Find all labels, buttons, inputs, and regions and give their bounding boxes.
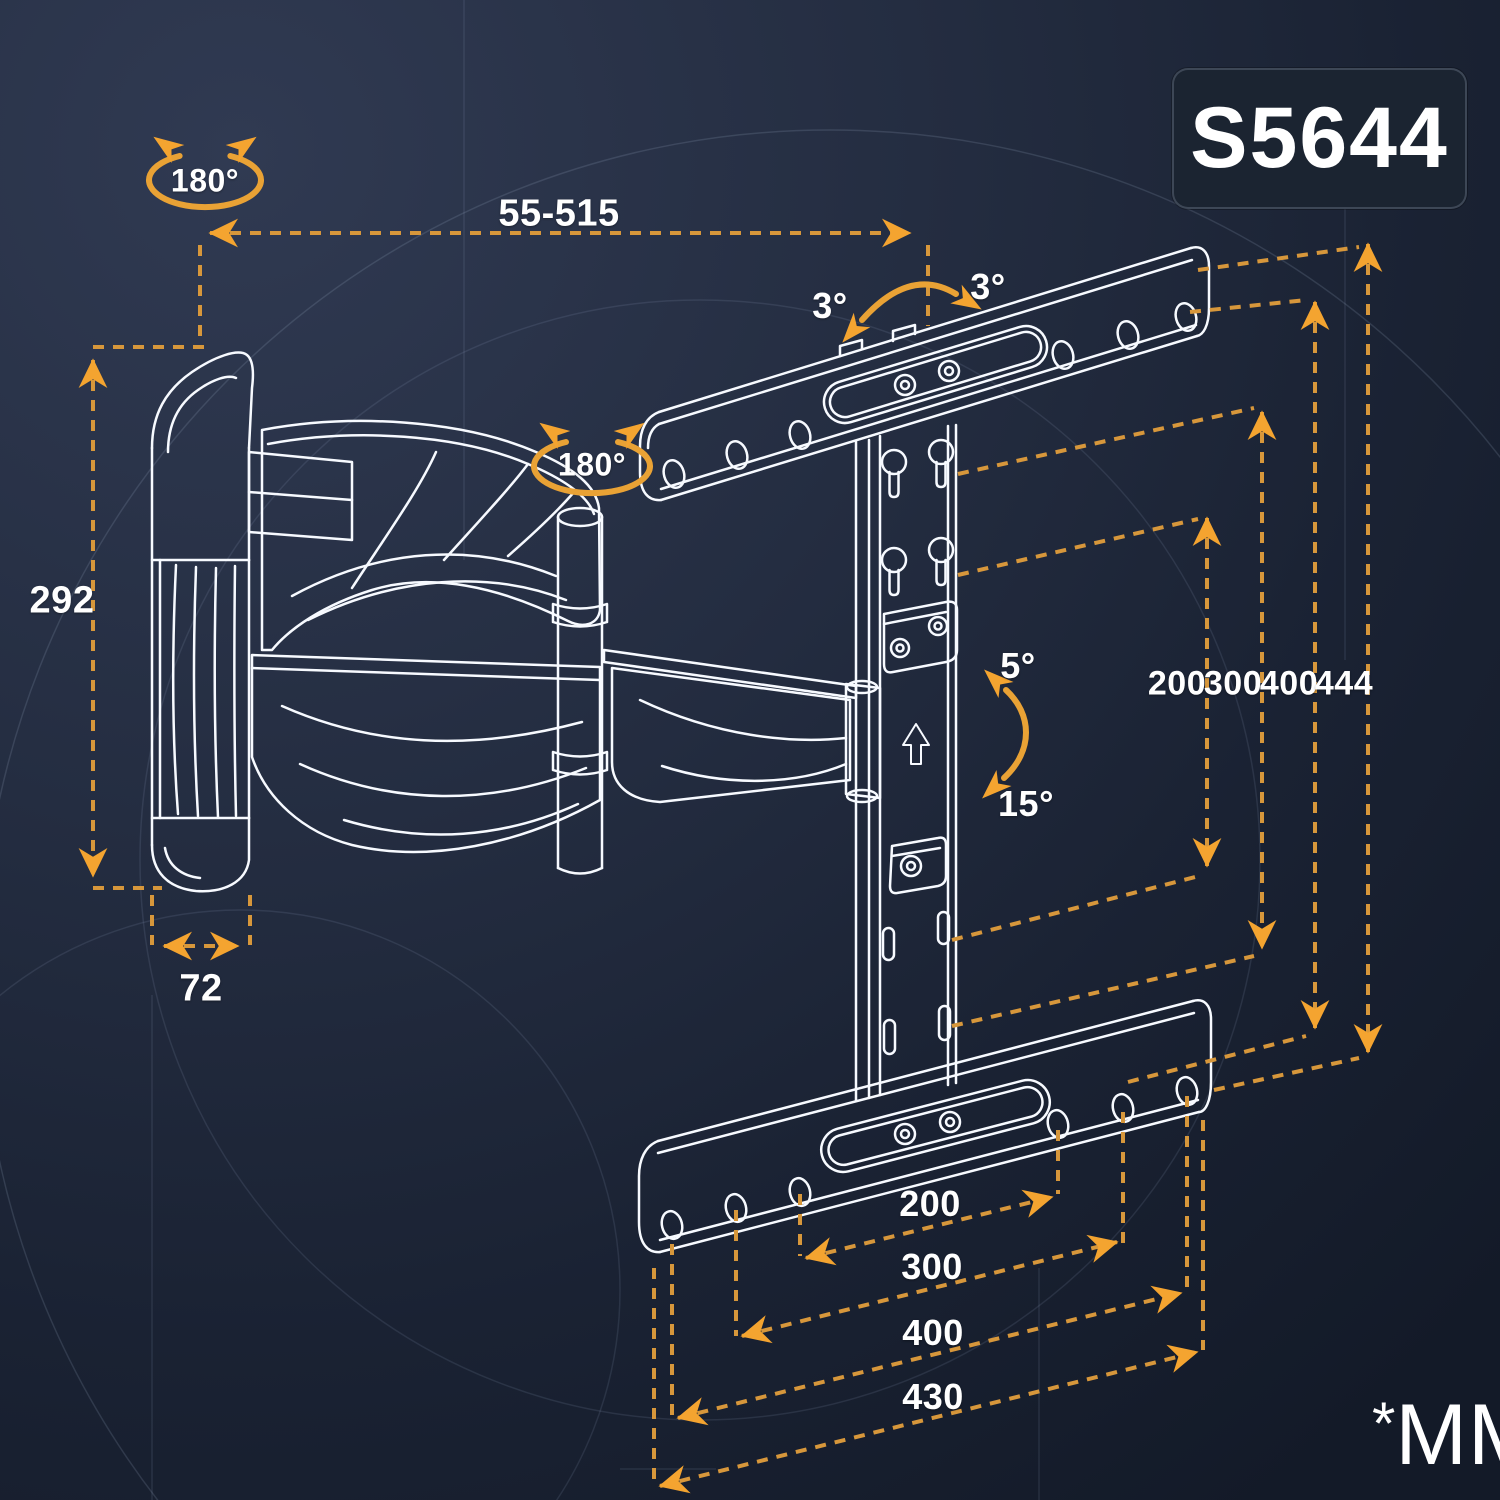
wall-swivel-rotation-icon	[146, 136, 264, 211]
vesa-rail-top	[638, 246, 1211, 502]
tv-swivel-rotation-icon	[531, 422, 653, 497]
model-number: S5644	[1190, 90, 1449, 186]
pivot-column	[551, 506, 609, 875]
extension-range-label: 55-515	[498, 192, 620, 235]
units-note: * MM	[1372, 1392, 1500, 1478]
vesa-h430-dim-line	[658, 1344, 1199, 1494]
vesa-horizontal-200-label: 200	[899, 1183, 961, 1224]
wall-plate	[150, 351, 354, 893]
plate-width-label: 72	[179, 967, 223, 1010]
dimension-lines	[78, 218, 1383, 1494]
model-badge: S5644	[1172, 68, 1467, 209]
vesa-horizontal-300-label: 300	[901, 1246, 963, 1287]
vesa-column	[854, 423, 959, 1103]
vesa-rail-bottom	[637, 999, 1213, 1254]
vesa-vertical-300-label: 300	[1203, 664, 1263, 703]
wall-swivel-label: 180°	[170, 162, 240, 199]
units-label: MM	[1395, 1387, 1500, 1483]
level-left-label: 3°	[812, 285, 848, 326]
level-adjust-arrow-icon	[842, 281, 982, 343]
vesa-vertical-444-label: 444	[1314, 664, 1374, 703]
vesa-horizontal-430-label: 430	[902, 1376, 964, 1417]
vesa-vertical-200-label: 200	[1147, 664, 1207, 703]
plate-height-label: 292	[29, 579, 95, 622]
lower-arm	[250, 653, 602, 854]
asterisk: *	[1372, 1390, 1396, 1457]
vesa-horizontal-400-label: 400	[902, 1312, 964, 1353]
tv-swivel-label: 180°	[557, 446, 627, 483]
extension-arm	[602, 648, 882, 804]
level-right-label: 3°	[970, 266, 1006, 307]
upper-arm	[260, 419, 602, 652]
tilt-arrow-icon	[982, 669, 1029, 799]
tilt-down-label: 15°	[998, 783, 1054, 824]
up-arrow-icon	[902, 723, 930, 765]
tilt-up-label: 5°	[1000, 645, 1036, 686]
vesa-vertical-400-label: 400	[1259, 664, 1319, 703]
